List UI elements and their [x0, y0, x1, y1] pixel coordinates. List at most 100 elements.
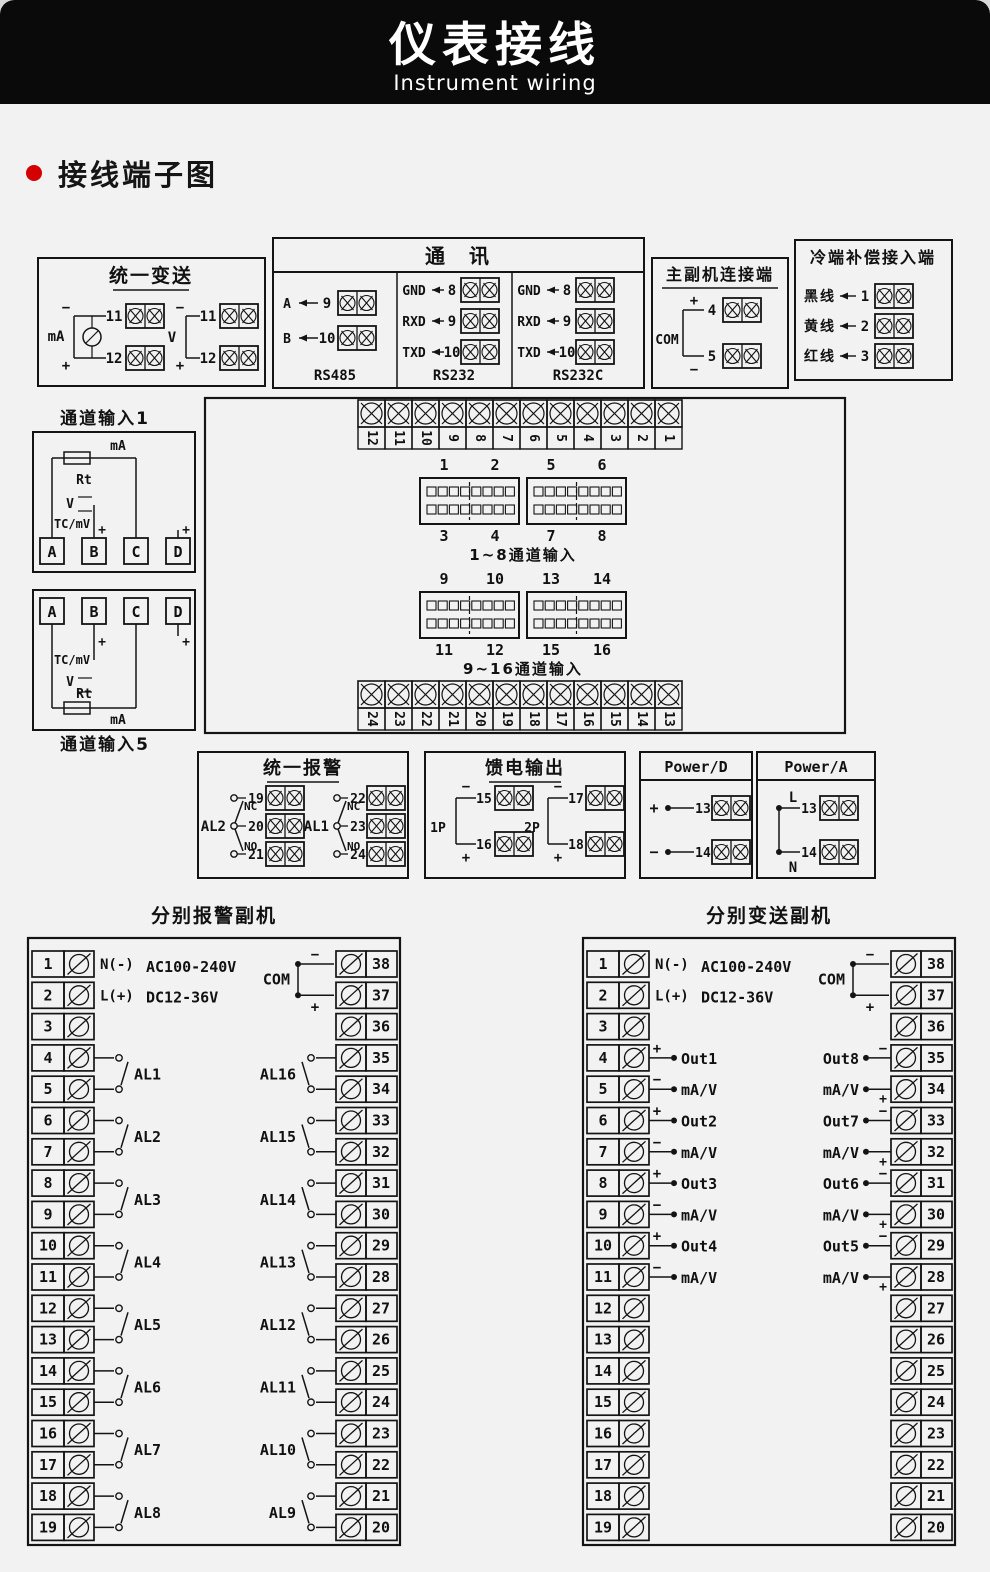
relay-label: AL6	[134, 1379, 161, 1397]
box	[63, 1012, 95, 1041]
pin	[504, 486, 515, 497]
com-label: COM	[263, 971, 290, 989]
pin	[567, 618, 578, 629]
wire	[337, 828, 347, 852]
pin	[567, 600, 578, 611]
terminal-row: 36	[890, 1012, 953, 1041]
terminal-row: 12	[31, 1294, 95, 1323]
terminal-block	[874, 283, 914, 309]
node	[623, 1360, 645, 1382]
panel-title: 通 讯	[425, 244, 491, 268]
box	[365, 1450, 398, 1479]
pin	[493, 504, 504, 515]
terminal-row: 6	[586, 1106, 650, 1135]
terminal-row: 36	[335, 1012, 398, 1041]
arrowhead	[840, 292, 848, 300]
node	[115, 1179, 123, 1188]
pin	[533, 504, 544, 515]
node	[665, 805, 671, 811]
terminal-block	[819, 795, 859, 821]
terminal-number: 13	[661, 711, 676, 727]
wire	[339, 1297, 363, 1320]
wire	[468, 402, 491, 425]
terminal-block	[722, 297, 762, 323]
wire	[67, 1328, 91, 1351]
label: −	[62, 300, 70, 316]
terminal-block	[219, 303, 259, 329]
pin	[448, 504, 459, 515]
wire	[894, 1203, 918, 1226]
terminal-letter: C	[131, 603, 140, 621]
node	[339, 329, 356, 347]
pin	[437, 618, 448, 629]
terminal-row: 9	[586, 1200, 650, 1229]
screw-icon	[618, 1106, 650, 1135]
label: +	[176, 358, 184, 374]
wire	[630, 402, 653, 425]
label: +	[879, 1280, 887, 1295]
node	[286, 817, 303, 835]
wire	[389, 790, 402, 806]
node	[68, 1423, 90, 1444]
relay-switch: AL3	[94, 1179, 161, 1219]
wire	[894, 1422, 918, 1445]
terminal-row: 28	[890, 1263, 953, 1291]
wire	[360, 402, 383, 425]
section-title: 接线端子图	[58, 158, 219, 192]
terminal-number: 16	[594, 1425, 612, 1443]
pin	[493, 600, 504, 611]
v-label: V	[168, 330, 177, 346]
output-label: Out8	[823, 1050, 859, 1068]
panel-border	[37, 257, 266, 387]
pin	[611, 618, 622, 629]
node	[307, 1273, 315, 1281]
label: −	[176, 300, 184, 316]
node	[333, 822, 341, 830]
wire	[301, 1312, 310, 1336]
live-label: L(+)	[655, 988, 689, 1004]
label: +	[98, 523, 106, 538]
output-channel: +Out3−mA/V	[649, 1166, 717, 1224]
box	[618, 1012, 650, 1041]
node	[307, 1460, 315, 1469]
node	[68, 1016, 90, 1037]
screw-icon	[335, 1044, 367, 1072]
terminal-row: 14	[586, 1357, 650, 1385]
terminal-number: 12	[594, 1299, 612, 1317]
panel-border	[756, 751, 876, 879]
output-channel: −Out8+mA/V	[823, 1041, 891, 1107]
output-unit: mA/V	[681, 1144, 717, 1162]
node	[863, 1148, 869, 1155]
wire	[339, 1422, 363, 1445]
node	[596, 281, 613, 299]
terminal-number: 9	[448, 314, 456, 330]
node	[340, 985, 362, 1006]
node	[441, 402, 464, 425]
pin	[448, 600, 459, 611]
supply-ac-label: AC100-240V	[146, 958, 236, 976]
terminal-row: 38	[890, 950, 953, 978]
label: +	[182, 523, 190, 538]
terminal-row: 7	[31, 1137, 95, 1166]
relay-label: AL13	[260, 1253, 296, 1271]
screw-icon	[618, 1137, 650, 1166]
arrowhead	[432, 286, 440, 294]
wire	[579, 282, 592, 298]
pin	[600, 600, 611, 611]
wire	[339, 1328, 363, 1351]
screw-icon	[335, 1388, 367, 1417]
screw-icon	[63, 1513, 95, 1542]
channel-number: 11	[435, 641, 453, 659]
arrowhead	[547, 348, 555, 356]
wire	[148, 350, 161, 366]
terminal-number: 18	[594, 1487, 612, 1505]
terminal-number: 11	[200, 309, 217, 325]
channel-number: 5	[546, 456, 555, 474]
node	[895, 1235, 917, 1256]
signal-label: RXD	[517, 315, 541, 330]
node	[623, 1423, 645, 1444]
terminal-row: 1	[31, 950, 95, 978]
